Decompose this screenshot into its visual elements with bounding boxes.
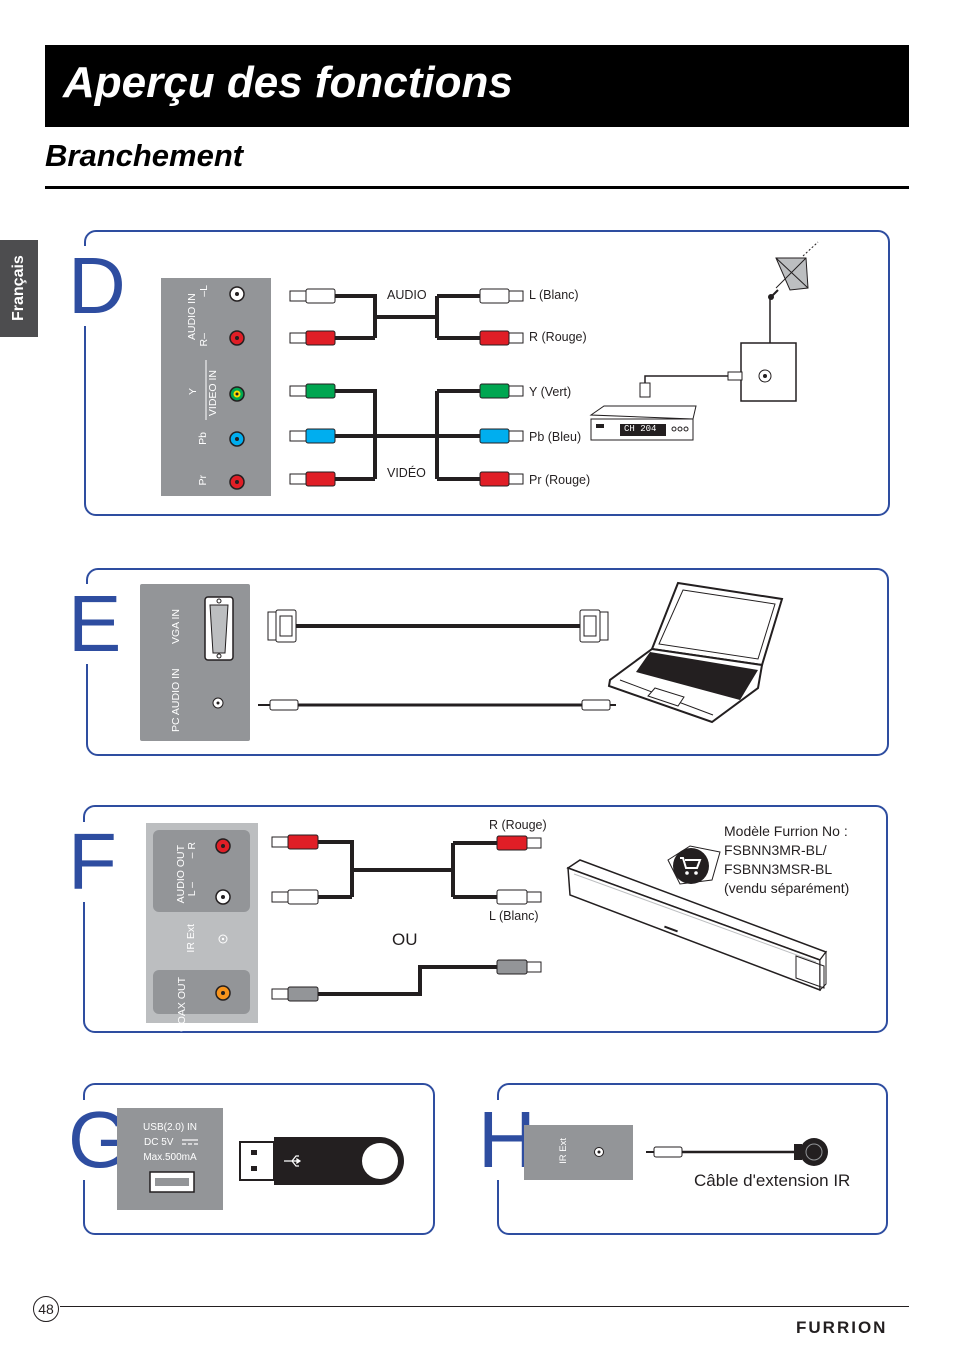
rca-plug-red2-right xyxy=(479,471,524,487)
antenna-icon xyxy=(768,241,819,343)
rca-plug-red2-left xyxy=(289,471,336,487)
rca-plug-red-right xyxy=(479,330,524,346)
dc-symbol-icon xyxy=(182,1139,198,1145)
rca-plug-red-left xyxy=(289,330,336,346)
audio-out-r-jack xyxy=(215,838,231,854)
coax-audio-cable xyxy=(318,965,497,996)
rca-plug-white-f-right xyxy=(496,889,542,905)
usb-label-line-1: USB(2.0) IN xyxy=(143,1122,197,1133)
audio-r-jack xyxy=(229,330,245,346)
audio-l-jack xyxy=(229,286,245,302)
connector-label-pr: Pr (Rouge) xyxy=(529,473,591,487)
soundbar-icon xyxy=(566,859,828,992)
panel-d-letter: D xyxy=(64,246,130,326)
language-tab xyxy=(0,240,38,337)
rca-plug-green-right xyxy=(479,383,524,399)
ir-extension-cable xyxy=(646,1138,828,1166)
coax-out-plate xyxy=(153,970,250,1014)
model-line-2: FSBNN3MR-BL/ xyxy=(724,842,827,858)
connector-label-l: L (Blanc) xyxy=(529,288,579,302)
rca-plug-red-f-left xyxy=(271,834,319,850)
wall-outlet-icon xyxy=(740,342,797,402)
audio-out-l-jack xyxy=(215,889,231,905)
pr-jack xyxy=(229,474,245,490)
shopping-cart-icon xyxy=(667,845,721,885)
video-cable-label: VIDÉO xyxy=(387,466,426,480)
set-top-box-icon xyxy=(589,405,697,441)
red-plug-label: R (Rouge) xyxy=(489,818,547,832)
audio-out-plate xyxy=(153,830,250,912)
rca-plug-white-left xyxy=(289,288,336,304)
panel-d-port-plate xyxy=(161,278,271,496)
coax-out-jack xyxy=(215,985,231,1001)
rca-plug-blue-left xyxy=(289,428,336,444)
brand-logo: FURRION xyxy=(796,1318,888,1337)
panel-e-letter: E xyxy=(64,584,126,664)
page-number: 48 xyxy=(33,1296,59,1322)
title-rule xyxy=(45,186,909,189)
connector-label-y: Y (Vert) xyxy=(529,385,572,399)
ir-ext-port-plate xyxy=(524,1125,633,1180)
connector-label-pb: Pb (Bleu) xyxy=(529,430,582,444)
model-line-3: FSBNN3MSR-BL xyxy=(724,861,833,877)
pb-jack xyxy=(229,431,245,447)
usb-flash-drive-icon xyxy=(239,1137,404,1185)
rca-plug-white-right xyxy=(479,288,524,304)
model-line-1: Modèle Furrion No : xyxy=(724,823,848,839)
rca-plug-blue-right xyxy=(479,428,524,444)
audio-cable-label: AUDIO xyxy=(387,288,427,302)
usb-port-plate xyxy=(117,1108,223,1210)
usb-port-icon xyxy=(149,1171,195,1193)
rca-plug-black-f-right xyxy=(496,959,542,975)
rca-plug-black-f-left xyxy=(271,986,319,1002)
page-title: Aperçu des fonctions xyxy=(63,58,513,107)
white-plug-label: L (Blanc) xyxy=(489,909,539,923)
audio-cable xyxy=(335,294,480,340)
or-label: OU xyxy=(392,930,418,949)
pc-audio-port-icon xyxy=(212,697,224,709)
rca-plug-green-left xyxy=(289,383,336,399)
vga-port-icon xyxy=(204,596,234,661)
section-title: Branchement xyxy=(45,138,244,173)
title-bar xyxy=(45,45,909,127)
set-top-display: CH 204 xyxy=(624,424,657,434)
laptop-icon xyxy=(607,581,784,724)
vga-cable xyxy=(267,609,609,643)
model-line-4: (vendu séparément) xyxy=(724,880,850,896)
y-jack xyxy=(229,386,245,402)
audio-3-5mm-cable xyxy=(258,699,616,711)
ir-ext-port-icon xyxy=(218,934,228,944)
connector-label-r: R (Rouge) xyxy=(529,330,587,344)
ir-extension-cable-label: Câble d'extension IR xyxy=(694,1171,851,1190)
usb-label-line-3: Max.500mA xyxy=(143,1152,197,1163)
rca-plug-red-f-right xyxy=(496,835,542,851)
usb-label-line-2: DC 5V xyxy=(144,1137,174,1148)
video-cable xyxy=(335,389,480,481)
footer-rule xyxy=(60,1306,909,1307)
analog-audio-cable xyxy=(318,840,497,899)
ir-ext-jack-icon xyxy=(594,1147,604,1157)
panel-f-letter: F xyxy=(64,822,121,902)
rca-plug-white-f-left xyxy=(271,889,319,905)
